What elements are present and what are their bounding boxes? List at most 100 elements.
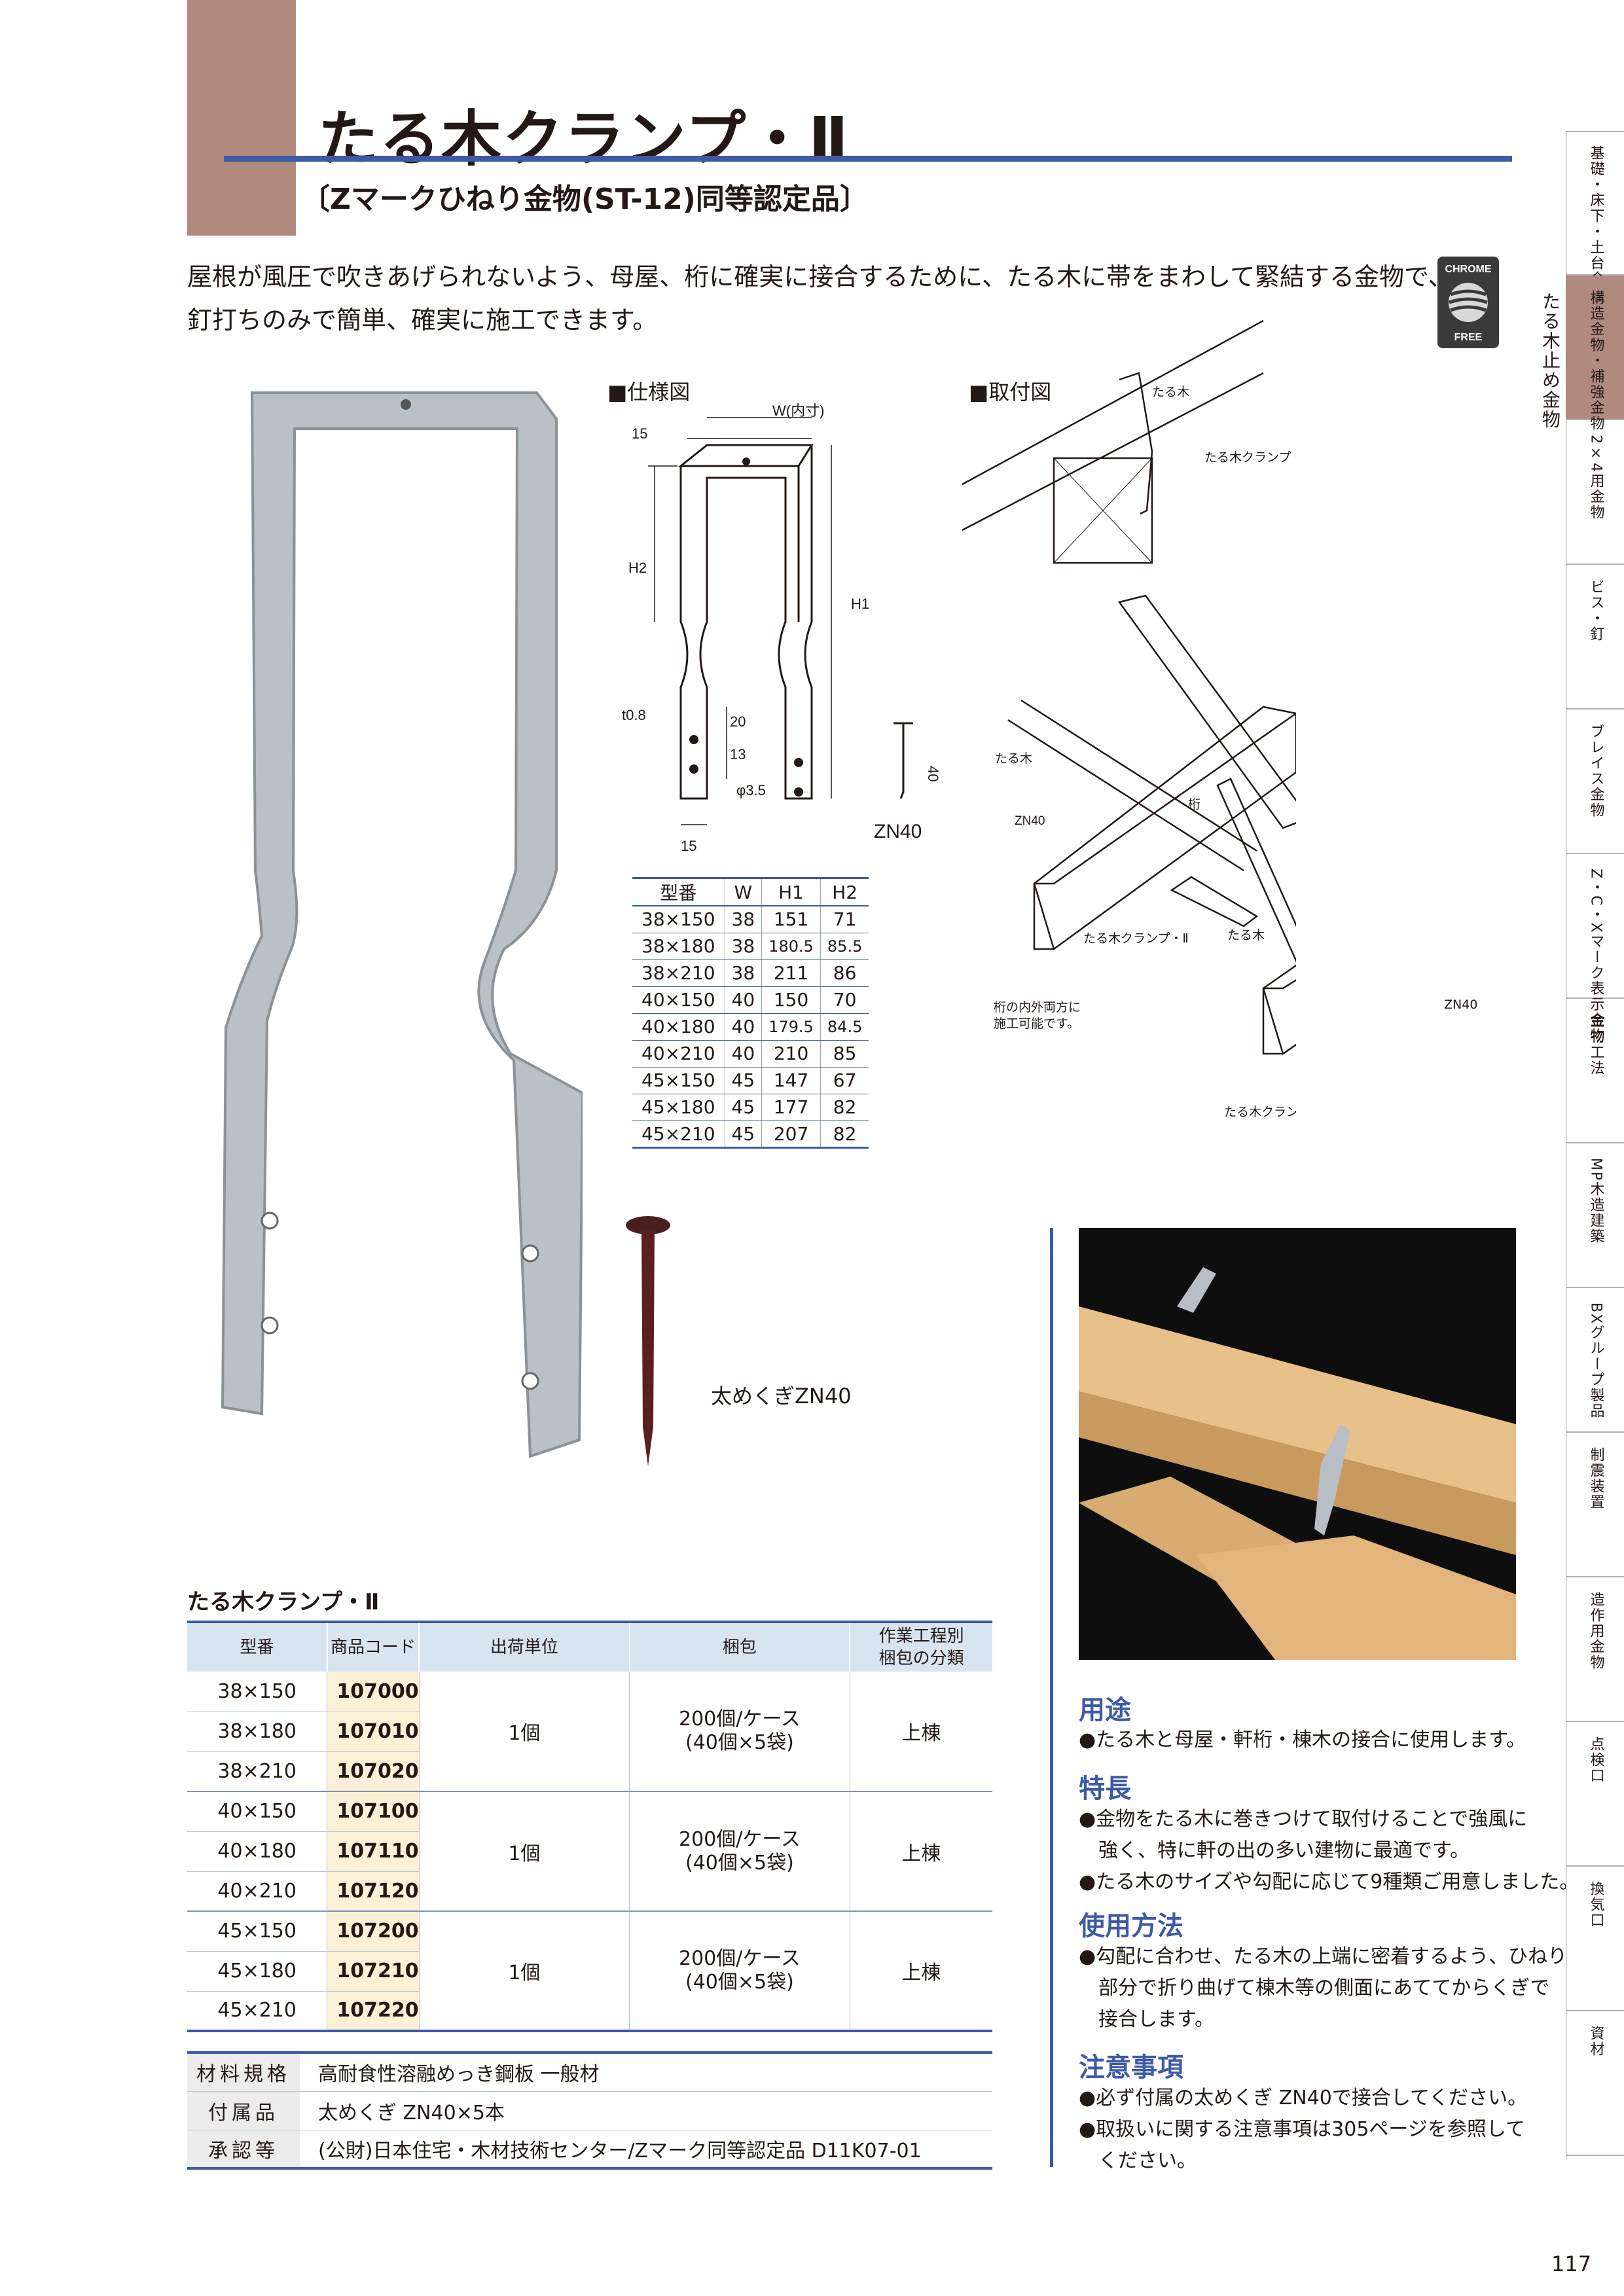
- product-model: 38×180: [187, 1712, 327, 1752]
- mount-label-clamp-3: たる木クランプ・Ⅱ: [1224, 1105, 1296, 1119]
- spec-cell: 86: [820, 960, 869, 987]
- sidebar-item[interactable]: 制震装置: [1566, 1433, 1624, 1577]
- spec-cell: 151: [761, 906, 821, 933]
- product-model: 40×150: [187, 1791, 327, 1832]
- product-packing: 200個/ケース(40個×5袋): [629, 1791, 850, 1912]
- sidebar-item[interactable]: Z・C・Xマーク表示金物: [1566, 854, 1624, 1044]
- sidebar-item[interactable]: 資材: [1566, 2011, 1624, 2156]
- product-shipping-unit: 1個: [418, 1672, 630, 1792]
- product-packing-line-2: (40個×5袋): [685, 1851, 794, 1874]
- mount-label-taruki-3: たる木: [1227, 928, 1265, 942]
- prod-header-class: 作業工程別梱包の分類: [849, 1622, 992, 1672]
- nail-name: ZN40: [874, 821, 922, 842]
- prod-header-unit: 出荷単位: [418, 1622, 630, 1672]
- sidebar-item[interactable]: 構造金物・補強金物: [1566, 276, 1624, 431]
- spec-cell: 177: [761, 1094, 821, 1121]
- sidebar-item[interactable]: BXグループ製品: [1566, 1288, 1624, 1433]
- prod-header-pack: 梱包: [628, 1622, 850, 1672]
- product-class: 上棟: [849, 1911, 992, 2032]
- product-model: 38×150: [187, 1672, 327, 1712]
- sidebar-item-label: Z・C・Xマーク表示金物: [1587, 869, 1604, 1044]
- howto-heading: 使用方法: [1079, 1911, 1183, 1941]
- mount-label-zn40-1: ZN40: [1015, 814, 1045, 828]
- intro-line-1: 屋根が風圧で吹きあげられないよう、母屋、桁に確実に接合するために、たる木に帯をま…: [187, 262, 1453, 291]
- usage-text: ●たる木と母屋・軒桁・棟木の接合に使用します。: [1079, 1729, 1526, 1751]
- sidebar-item[interactable]: 点検口: [1566, 1722, 1624, 1867]
- page-subtitle: 〔Zマークひねり金物(ST-12)同等認定品〕: [301, 183, 869, 216]
- spec-cell: 207: [761, 1121, 821, 1148]
- spec-cell: 150: [761, 986, 821, 1014]
- spec-table-header: 型番 W H1 H2: [632, 878, 869, 906]
- spec-cell: 45×210: [632, 1121, 725, 1148]
- mount-note-line-2: 施工可能です。: [994, 1016, 1079, 1031]
- mount-label-zn40-2: ZN40: [1444, 997, 1478, 1012]
- product-code: 107000: [327, 1672, 420, 1712]
- mount-label-taruki-2: たる木: [995, 751, 1032, 766]
- mount-diagram: たる木 たる木クランプ・Ⅱ たる木 桁 ZN40 たる木クランプ・Ⅱ たる木 桁…: [962, 319, 1296, 1119]
- spec-cell: 45: [724, 1067, 762, 1094]
- spec-cell: 40×210: [632, 1040, 725, 1067]
- sidebar-item[interactable]: MP木造建築: [1566, 1143, 1624, 1288]
- dim-nail-length: 40: [925, 766, 941, 781]
- clamp-product-image: [221, 391, 583, 1458]
- spec-cell: 85: [820, 1040, 869, 1067]
- howto-line-1: ●勾配に合わせ、たる木の上端に密着するよう、ひねり: [1079, 1945, 1568, 1968]
- sidebar-item[interactable]: 換気口: [1566, 1867, 1624, 2011]
- howto-text: ●勾配に合わせ、たる木の上端に密着するよう、ひねり 部分で折り曲げて棟木等の側面…: [1079, 1941, 1567, 2036]
- product-model: 38×210: [187, 1751, 327, 1792]
- mount-label-keta-1: 桁: [1188, 797, 1200, 812]
- sidebar-item[interactable]: 金物工法: [1566, 999, 1624, 1143]
- sidebar-item[interactable]: ブレイス金物: [1566, 709, 1624, 854]
- materials-value: 太めくぎ ZN40×5本: [300, 2091, 992, 2130]
- installation-photo-image: [1079, 1228, 1516, 1660]
- sidebar-item-label: 造作用金物: [1587, 1592, 1604, 1670]
- features-text: ●金物をたる木に巻きつけて取付けることで強風に 強く、特に軒の出の多い建物に最適…: [1079, 1804, 1579, 1898]
- spec-cell: 38: [724, 906, 762, 933]
- sidebar-item-label: BXグループ製品: [1587, 1302, 1604, 1420]
- spec-header-h1: H1: [761, 878, 821, 906]
- dim-h1: H1: [851, 596, 869, 612]
- spec-cell: 40×150: [632, 986, 725, 1014]
- spec-cell: 82: [820, 1121, 869, 1148]
- spec-diagram-heading: ■仕様図: [607, 380, 691, 404]
- spec-cell: 40×180: [632, 1013, 725, 1041]
- prod-header-class-line-2: 梱包の分類: [878, 1649, 964, 1668]
- dim-w: W(内寸): [772, 403, 824, 419]
- spec-cell: 147: [761, 1067, 821, 1094]
- dim-thickness: t0.8: [622, 707, 646, 723]
- product-table-header: 型番 商品コード 出荷単位 梱包 作業工程別梱包の分類: [187, 1622, 992, 1672]
- sidebar-item[interactable]: ビス・釘: [1566, 565, 1624, 709]
- spec-cell: 210: [761, 1040, 821, 1067]
- chapter-sidebar: 基礎・床下・土台金物構造金物・補強金物 2×4用金物ビス・釘ブレイス金物 Z・C・X…: [1566, 131, 1624, 2160]
- product-packing-line-1: 200個/ケース: [678, 1708, 801, 1731]
- sidebar-item-label: ブレイス金物: [1587, 724, 1604, 818]
- sidebar-item-label: 2×4用金物: [1587, 435, 1604, 520]
- sidebar-item-label: 基礎・床下・土台金物: [1587, 145, 1604, 302]
- spec-cell: 45×150: [632, 1067, 725, 1094]
- spec-diagram: W(内寸) 15 H2 H1 t0.8 20 13 φ3.5 15 40 ZN4…: [622, 403, 941, 854]
- product-packing-line-2: (40個×5袋): [685, 1971, 794, 1994]
- product-packing: 200個/ケース(40個×5袋): [629, 1672, 850, 1792]
- product-packing-line-2: (40個×5袋): [685, 1731, 794, 1754]
- sidebar-item[interactable]: 造作用金物: [1566, 1577, 1624, 1722]
- sidebar-item[interactable]: 基礎・床下・土台金物: [1566, 131, 1624, 302]
- materials-row: 承認等(公財)日本住宅・木材技術センター/Zマーク同等認定品 D11K07-01: [187, 2130, 992, 2168]
- product-model: 45×150: [187, 1911, 327, 1952]
- spec-header-model: 型番: [632, 878, 725, 906]
- page-number: 117: [1551, 2251, 1592, 2276]
- sidebar-item-label: 制震装置: [1587, 1447, 1604, 1510]
- product-model: 45×180: [187, 1951, 327, 1992]
- sidebar-item[interactable]: 2×4用金物: [1566, 420, 1624, 565]
- spec-cell: 180.5: [761, 933, 821, 960]
- caution-line-2: ●取扱いに関する注意事項は305ページを参照して: [1079, 2118, 1525, 2141]
